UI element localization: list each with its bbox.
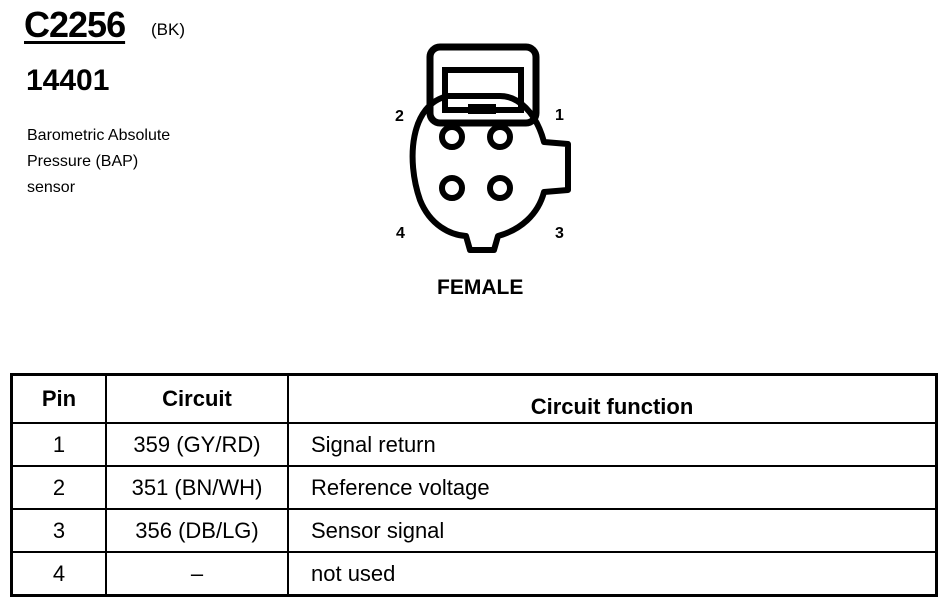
connector-id: C2256 [24, 4, 126, 45]
connector-latch-tab [468, 104, 496, 114]
pin-label-2: 2 [395, 108, 404, 125]
cell-circuit: 359 (GY/RD) [105, 422, 289, 467]
pin-label-4: 4 [396, 225, 405, 242]
pin-cavity-4 [439, 175, 465, 201]
part-number: 14401 [26, 64, 110, 97]
pin-label-3: 3 [555, 225, 564, 242]
pin-cavity-3 [487, 175, 513, 201]
cell-circuit: 351 (BN/WH) [105, 465, 289, 510]
cell-function: Reference voltage [287, 465, 938, 510]
description-line: Barometric Absolute [27, 127, 171, 144]
cell-function: Signal return [287, 422, 938, 467]
description-line: Pressure (BAP) [27, 153, 139, 170]
table-header-row: Pin Circuit Circuit function [10, 373, 938, 424]
pin-label-1: 1 [555, 107, 564, 124]
connector-face-diagram [409, 43, 571, 253]
connector-body [409, 93, 571, 253]
connector-gender: FEMALE [437, 276, 524, 299]
connector-color: (BK) [151, 20, 185, 39]
cell-circuit: 356 (DB/LG) [105, 508, 289, 553]
table-row: 1 359 (GY/RD) Signal return [10, 422, 938, 467]
header-circuit: Circuit [105, 373, 289, 424]
table-row: 2 351 (BN/WH) Reference voltage [10, 465, 938, 510]
connector-latch [426, 43, 540, 127]
table-row: 4 – not used [10, 551, 938, 597]
component-description: Barometric Absolute Pressure (BAP) senso… [27, 123, 247, 201]
pinout-table: Pin Circuit Circuit function 1 359 (GY/R… [10, 373, 938, 597]
cell-pin: 4 [10, 551, 107, 597]
cell-circuit: – [105, 551, 289, 597]
header-circuit-function: Circuit function [287, 373, 938, 424]
cell-pin: 1 [10, 422, 107, 467]
header-pin: Pin [10, 373, 107, 424]
description-line: sensor [27, 179, 76, 196]
cell-pin: 3 [10, 508, 107, 553]
pin-cavity-1 [487, 124, 513, 150]
table-row: 3 356 (DB/LG) Sensor signal [10, 508, 938, 553]
cell-function: not used [287, 551, 938, 597]
cell-pin: 2 [10, 465, 107, 510]
cell-function: Sensor signal [287, 508, 938, 553]
pin-cavity-2 [439, 124, 465, 150]
